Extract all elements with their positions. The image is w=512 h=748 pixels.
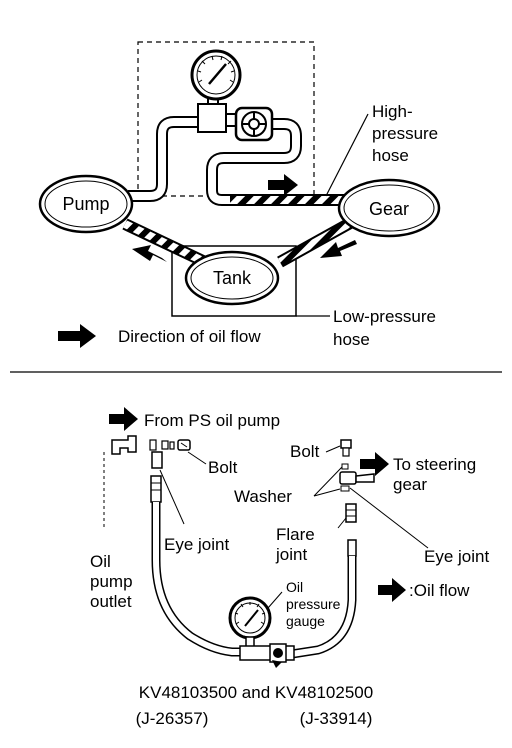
right-gauge-hose — [291, 539, 357, 659]
gauge-installation-diagram: From PS oil pump Bolt Bolt Washer — [90, 407, 489, 728]
flare-joint-fitting — [345, 503, 357, 523]
washer-parts — [340, 463, 350, 492]
oil-pressure-gauge-icon — [228, 596, 295, 668]
bolt-label-right: Bolt — [290, 442, 320, 461]
oil-flow-circuit-diagram: Pump Gear Tank High- pressure hose Low-p… — [38, 41, 443, 349]
pump-node — [38, 174, 134, 234]
tool-numbers-caption: KV48103500 and KV48102500 — [139, 683, 373, 702]
washer-label: Washer — [234, 487, 292, 506]
tool-number-j26357: (J-26357) — [136, 709, 209, 728]
oil-pump-outlet-label: Oil pump outlet — [90, 552, 137, 611]
gear-label: Gear — [369, 199, 409, 219]
flare-joint-label: Flare joint — [275, 525, 319, 564]
high-pressure-hose-label: High- pressure hose — [372, 102, 443, 165]
flow-arrow-icon — [132, 245, 167, 262]
gear-node — [337, 178, 441, 238]
oil-flow-legend-arrow-icon — [378, 578, 406, 602]
bolt-label-left: Bolt — [208, 458, 238, 477]
legend-arrow-icon — [58, 324, 96, 348]
oil-pump-outlet-fitting — [111, 435, 137, 455]
from-ps-oil-pump-label: From PS oil pump — [144, 411, 280, 430]
tool-number-j33914: (J-33914) — [300, 709, 373, 728]
pump-label: Pump — [62, 194, 109, 214]
tank-label: Tank — [213, 268, 252, 288]
to-steering-gear-label: To steering gear — [393, 455, 481, 494]
flow-arrow-icon — [320, 240, 357, 258]
eye-joint-label-right: Eye joint — [424, 547, 489, 566]
eye-joint-fitting-left — [149, 439, 191, 469]
left-gauge-hose — [150, 475, 240, 657]
eye-joint-label-left: Eye joint — [164, 535, 229, 554]
pressure-gauge-icon — [190, 49, 242, 101]
oil-pressure-gauge-label: Oil pressure gauge — [286, 579, 344, 629]
flow-arrow-icon — [268, 174, 298, 196]
low-pressure-hose-label: Low-pressure hose — [333, 307, 441, 349]
tank-node — [184, 250, 280, 306]
eye-joint-fitting-right — [339, 471, 375, 485]
high-pressure-hose-leader-line — [325, 113, 369, 197]
bolt-fitting-right — [340, 439, 352, 457]
from-pump-arrow-icon — [109, 407, 138, 431]
to-gear-arrow-icon — [360, 452, 389, 476]
oil-flow-legend-label: :Oil flow — [409, 581, 470, 600]
oil-flow-direction-legend: Direction of oil flow — [118, 327, 261, 346]
gauge-tee-fitting — [197, 103, 227, 133]
shut-off-valve-icon — [234, 106, 274, 142]
